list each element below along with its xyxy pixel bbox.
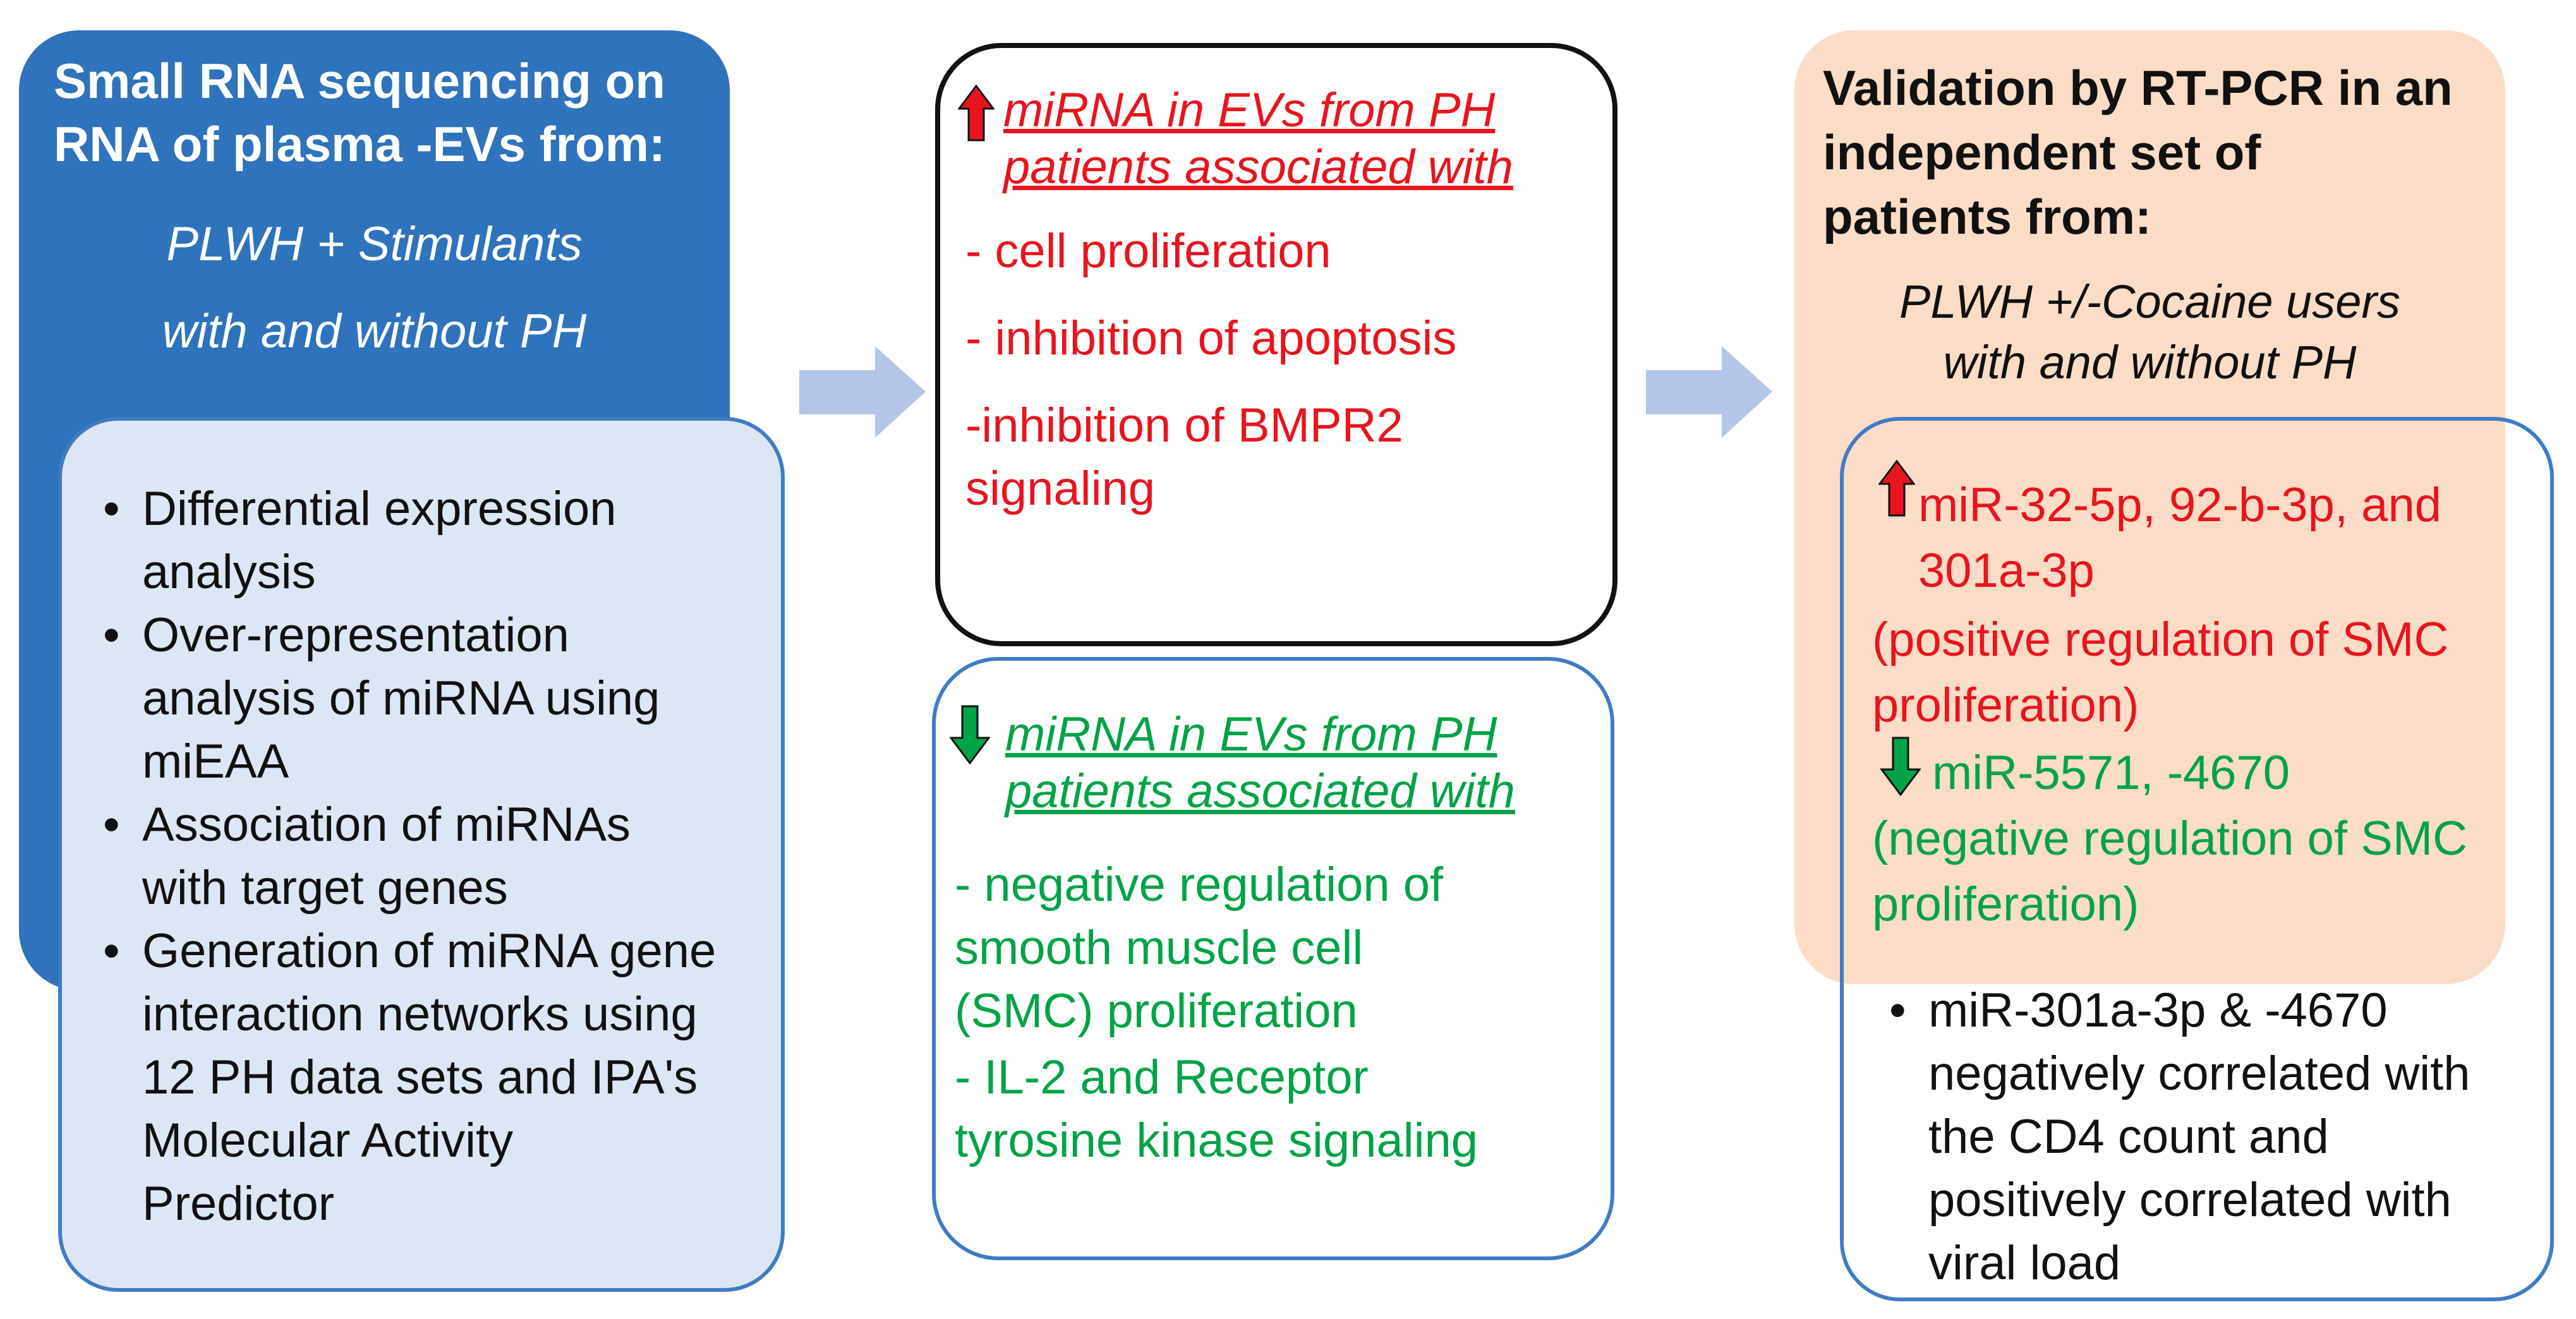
downregulated-item: - negative regulation of smooth muscle c… (955, 858, 1444, 1038)
left-panel-title: Small RNA sequencing on RNA of plasma -E… (54, 53, 665, 172)
down-arrow-icon (1880, 737, 1921, 799)
downregulated-heading: miRNA in EVs from PH patients associated… (1005, 708, 1515, 818)
up-arrow-icon (957, 84, 995, 145)
flow-arrow-icon (799, 346, 926, 438)
upregulated-heading: miRNA in EVs from PH patients associated… (1003, 83, 1513, 194)
correlation-note: miR-301a-3p & -4670 negatively correlate… (1889, 979, 2546, 1295)
analysis-step: Generation of miRNA gene interaction net… (103, 920, 762, 1236)
right-panel-title: Validation by RT-PCR in an independent s… (1823, 60, 2453, 244)
flow-arrow-icon (1646, 346, 1772, 438)
analysis-steps-list: Differential expression analysis Over-re… (103, 478, 762, 1236)
analysis-step: Differential expression analysis (103, 478, 762, 604)
down-arrow-icon (949, 705, 991, 768)
right-panel-background (1794, 30, 2505, 984)
right-panel-subtitle: PLWH +/-Cocaine users with and without P… (1899, 275, 2401, 388)
correlation-note-text: miR-301a-3p & -4670 negatively correlate… (1889, 979, 2546, 1295)
validation-results-box: miR-32-5p, 92-b-3p, and 301a-3p (positiv… (1840, 417, 2554, 1301)
left-panel-subtitle: PLWH + Stimulants with and without PH (162, 217, 587, 358)
upregulated-item: -inhibition of BMPR2 signaling (965, 399, 1403, 515)
downregulated-item: - IL-2 and Receptor tyrosine kinase sign… (955, 1051, 1478, 1167)
analysis-steps-box: Differential expression analysis Over-re… (58, 417, 785, 1292)
downregulated-mirna-box: miRNA in EVs from PH patients associated… (932, 657, 1614, 1260)
analysis-step: Over-representation analysis of miRNA us… (103, 604, 762, 793)
downregulated-effect: (negative regulation of SMC proliferatio… (1872, 812, 2468, 931)
up-arrow-icon (1878, 459, 1916, 520)
upregulated-mirna-box: miRNA in EVs from PH patients associated… (935, 43, 1618, 646)
upregulated-item: - cell proliferation (965, 224, 1331, 278)
upregulated-effect: (positive regulation of SMC proliferatio… (1872, 613, 2449, 732)
downregulated-mirnas: miR-5571, -4670 (1932, 746, 2290, 800)
upregulated-mirnas: miR-32-5p, 92-b-3p, and 301a-3p (1918, 478, 2441, 598)
upregulated-item: - inhibition of apoptosis (965, 311, 1457, 365)
analysis-step: Association of miRNAs with target genes (103, 793, 762, 920)
